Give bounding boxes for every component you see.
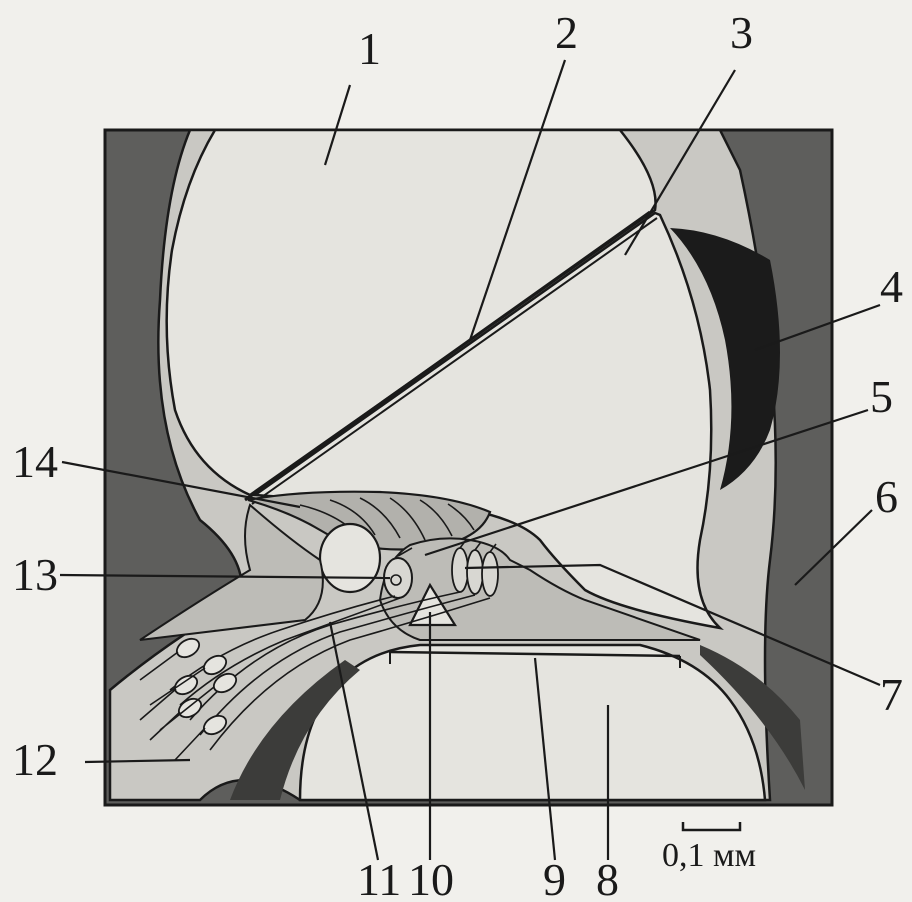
scala-tympani <box>300 645 765 800</box>
label-2: 2 <box>555 7 578 58</box>
scale-bar-label: 0,1 мм <box>662 837 756 874</box>
label-4: 4 <box>880 261 903 312</box>
label-10: 10 <box>408 854 454 902</box>
outer-hair-cell-2 <box>467 550 483 594</box>
label-1: 1 <box>358 23 381 74</box>
label-7: 7 <box>880 669 903 720</box>
label-3: 3 <box>730 7 753 58</box>
outer-hair-cell-1 <box>452 548 468 592</box>
label-6: 6 <box>875 471 898 522</box>
label-11: 11 <box>357 854 401 902</box>
scale-bar <box>683 822 740 830</box>
inner-sulcus <box>320 524 380 592</box>
label-13: 13 <box>12 549 58 600</box>
label-14: 14 <box>12 436 58 487</box>
label-9: 9 <box>543 854 566 902</box>
label-12: 12 <box>12 734 58 785</box>
outer-hair-cell-3 <box>482 552 498 596</box>
label-5: 5 <box>870 371 893 422</box>
label-8: 8 <box>596 854 619 902</box>
